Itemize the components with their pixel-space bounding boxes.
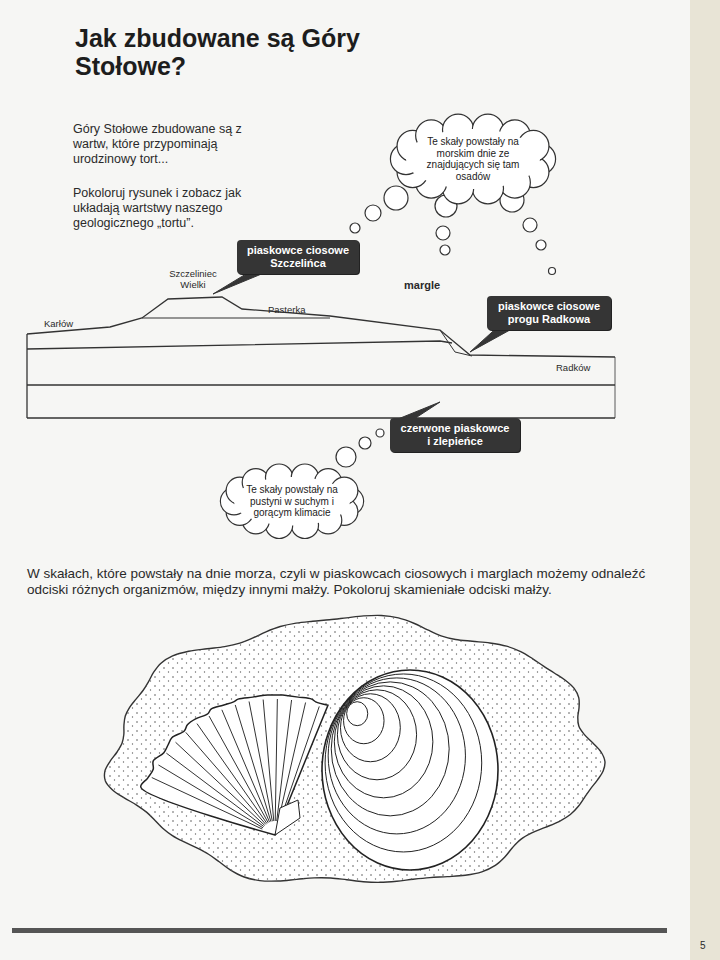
bottom-rule xyxy=(12,928,667,933)
place-name: Karłów xyxy=(44,318,104,329)
tag-pointer xyxy=(398,402,440,419)
node-text: Te skały powstały na pustyni w suchym i … xyxy=(244,484,340,519)
tag-pointer xyxy=(213,273,263,294)
instruction-text: Pokoloruj rysunek i zobacz jak układają … xyxy=(73,186,273,231)
peak-name: Szczeliniec Wielki xyxy=(160,268,226,291)
layer-name: margle xyxy=(404,279,464,292)
node-text: piaskowce ciosowe progu Radkowa xyxy=(495,300,603,326)
task-text: W skałach, które powstały na dnie morza,… xyxy=(27,566,657,598)
fossil-slab xyxy=(104,615,605,882)
node-text: czerwone piaskowce i zlepieńce xyxy=(398,422,512,448)
page-number: 5 xyxy=(700,940,714,952)
thought-cloud: Te skały powstały na pustyni w suchym i … xyxy=(226,470,358,533)
tag-pointer xyxy=(470,329,511,352)
rock-tag: piaskowce ciosowe Szczelińca xyxy=(237,240,359,274)
page-title: Jak zbudowane są Góry Stołowe? xyxy=(75,24,375,80)
rock-tag: piaskowce ciosowe progu Radkowa xyxy=(487,296,611,330)
thought-cloud: Te skały powstały na morskim dnie ze zna… xyxy=(398,122,548,196)
rock-tag: czerwone piaskowce i zlepieńce xyxy=(390,418,520,452)
place-name: Radków xyxy=(556,362,616,373)
cross-section xyxy=(27,297,615,418)
intro-text: Góry Stołowe zbudowane są z wartw, które… xyxy=(73,122,273,167)
node-text: Te skały powstały na morskim dnie ze zna… xyxy=(416,136,530,182)
node-text: piaskowce ciosowe Szczelińca xyxy=(245,244,351,270)
place-name: Pasterka xyxy=(268,304,338,315)
